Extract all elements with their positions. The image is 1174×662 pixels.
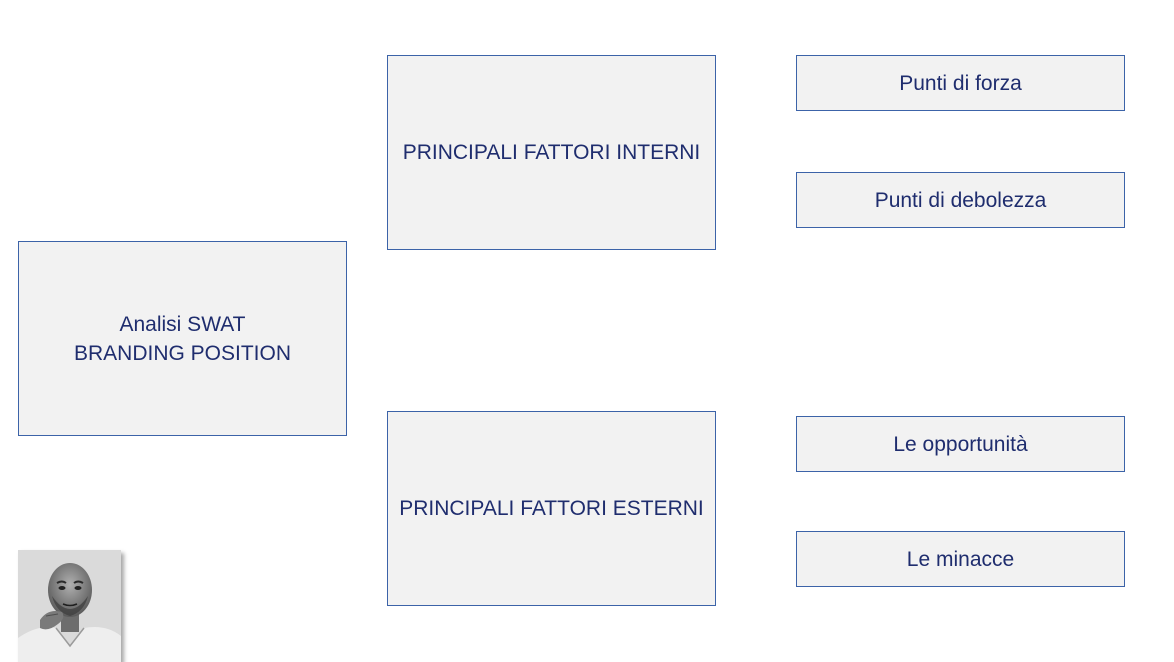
main-title-line1: Analisi SWAT — [119, 312, 246, 336]
threats-label: Le minacce — [906, 547, 1015, 571]
internal-factors-box: PRINCIPALI FATTORI INTERNI — [387, 55, 716, 250]
opportunities-box: Le opportunità — [796, 416, 1125, 472]
author-portrait-photo — [18, 550, 121, 662]
internal-factors-label: PRINCIPALI FATTORI INTERNI — [402, 141, 701, 164]
threats-box: Le minacce — [796, 531, 1125, 587]
weaknesses-label: Punti di debolezza — [874, 188, 1047, 212]
external-factors-label: PRINCIPALI FATTORI ESTERNI — [399, 497, 704, 520]
swot-analysis-box: Analisi SWAT BRANDING POSITION — [18, 241, 347, 436]
main-title-line2: BRANDING POSITION — [73, 341, 292, 365]
external-factors-box: PRINCIPALI FATTORI ESTERNI — [387, 411, 716, 606]
weaknesses-box: Punti di debolezza — [796, 172, 1125, 228]
opportunities-label: Le opportunità — [893, 432, 1028, 456]
strengths-box: Punti di forza — [796, 55, 1125, 111]
strengths-label: Punti di forza — [899, 71, 1022, 95]
